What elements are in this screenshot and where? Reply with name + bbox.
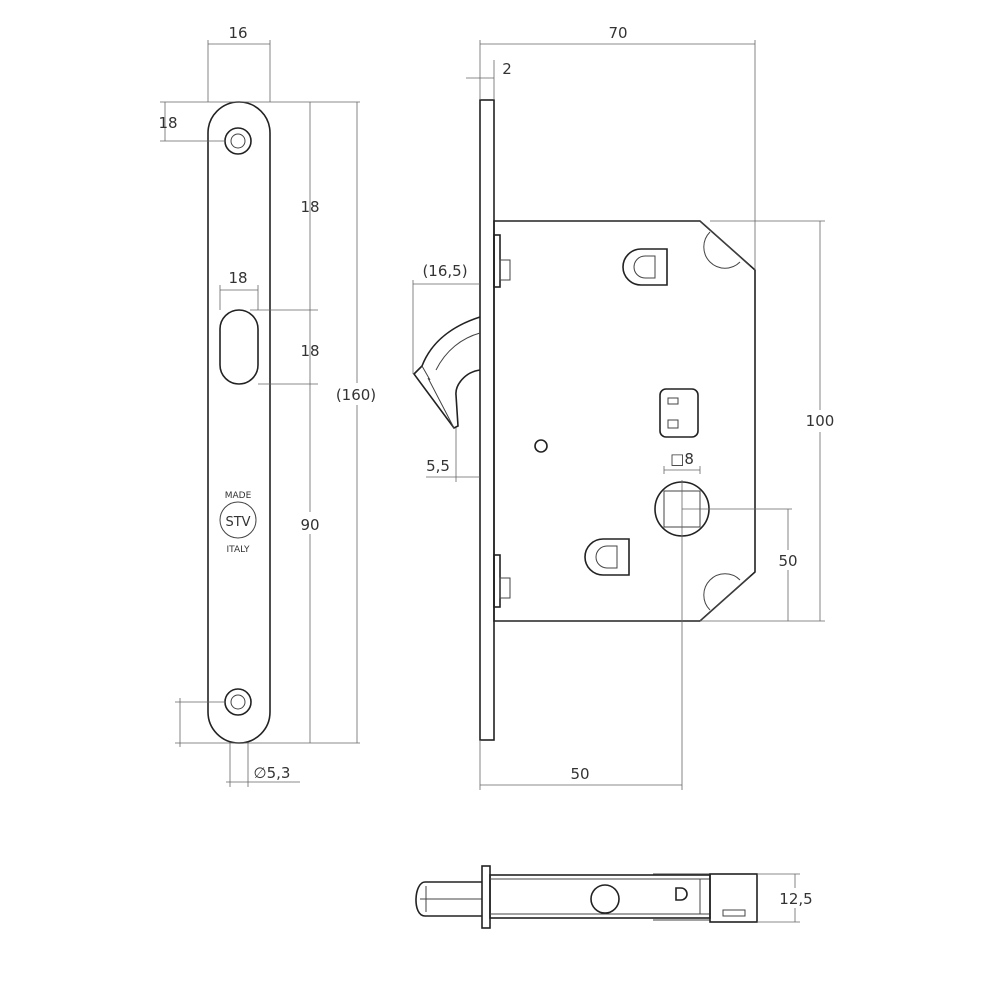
bottom-screw-hole-inner [230,694,246,710]
dim-spindle-square: □8 [670,450,694,468]
corner-lug-bottom [703,573,741,611]
rivet-top [622,248,668,286]
logo-center-text: STV [225,515,250,530]
plate-tab-top [493,234,501,288]
dim-height: 100 [806,412,835,430]
plate-tab-bottom [493,554,501,608]
lock-body-view [412,99,792,790]
faceplate-dimensions: 16 18 18 18 18 90 (160) ∅5,3 [158,24,381,787]
side-flange [481,865,491,929]
dim-hook-offset: 5,5 [426,457,450,475]
hook-bolt [412,316,481,430]
dim-faceplate-width: 16 [228,24,247,42]
bolt-head [415,881,482,917]
logo-top-text: MADE [225,491,252,501]
dim-backset: 50 [570,765,589,783]
dim-slot-height: 18 [300,342,319,360]
side-spindle-hole [590,884,620,914]
dim-slot-to-hole: 90 [300,516,319,534]
dim-top-hole-offset: 18 [158,114,177,132]
faceplate-outline [207,101,271,744]
dim-hook-projection: (16,5) [422,262,467,280]
latch-window-slot-top [667,397,679,405]
lock-body-dimensions: 70 2 (16,5) 5,5 □8 100 50 50 [412,24,837,790]
corner-lug-top [703,231,741,269]
faceplate-view: MADE STV ITALY [207,101,271,744]
top-screw-hole [224,127,252,155]
dim-total-length: (160) [336,386,376,404]
dim-hole-to-slot: 18 [300,198,319,216]
top-screw-hole-inner [230,133,246,149]
dim-slot-width: 18 [228,269,247,287]
side-extension [709,873,758,923]
latch-window [659,388,699,438]
lock-case [493,220,756,622]
dim-spindle-height: 50 [778,552,797,570]
pivot-hole [534,439,548,453]
latch-window-slot-bottom [667,419,679,429]
stv-logo: MADE STV ITALY [219,491,257,555]
plate-screw-top [499,259,511,281]
front-plate [479,99,495,741]
dim-thickness: 12,5 [779,890,812,908]
side-slot [722,909,746,917]
dim-depth: 70 [608,24,627,42]
logo-bottom-text: ITALY [227,545,250,555]
bottom-screw-hole [224,688,252,716]
hook-slot [219,309,259,385]
rivet-bottom [584,538,630,576]
dim-plate-thickness: 2 [502,60,512,78]
side-view: 12,5 [415,865,813,929]
plate-screw-bottom [499,577,511,599]
dim-hole-diameter: ∅5,3 [254,764,291,782]
